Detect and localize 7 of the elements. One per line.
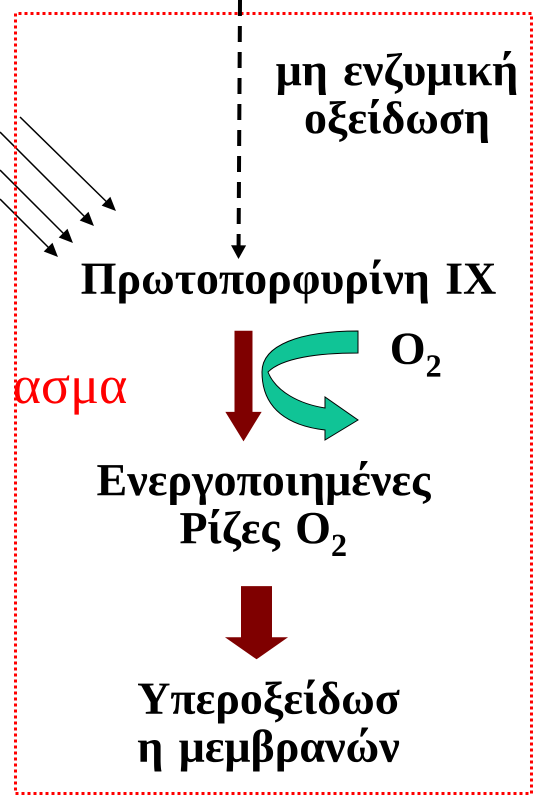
node-text: Πρωτοπορφυρίνη IX (82, 260, 496, 304)
node-text: Ενεργοποιημένες Ρίζες O$_{2}$ (97, 461, 431, 556)
dotted-frame (14, 12, 533, 795)
node-text: Υπεροξείδωσ η μεμβρανών (138, 680, 400, 772)
formula-label: O$_{2}$ (392, 333, 440, 377)
edge-label: μη ενζυμική οξείδωση (276, 51, 516, 143)
region-label: ασμα (14, 375, 126, 415)
